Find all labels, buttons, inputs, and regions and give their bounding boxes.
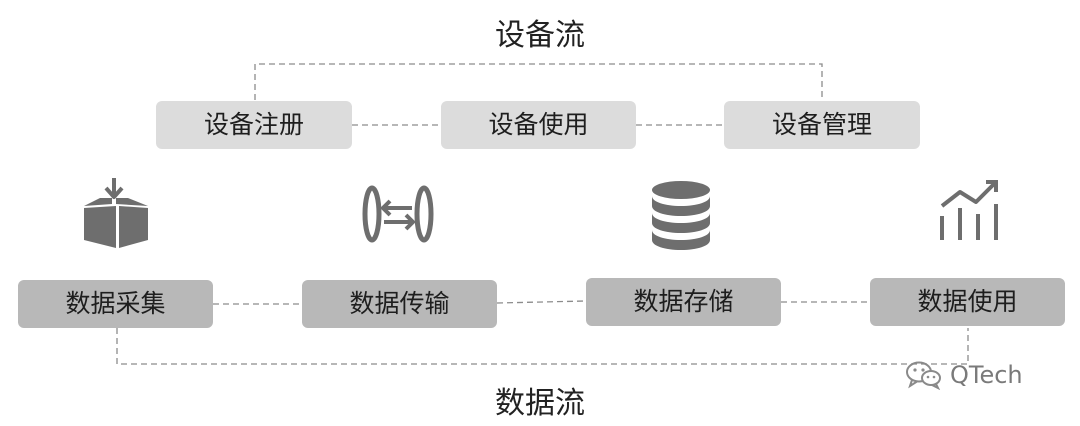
data-step-store: 数据存储 — [586, 278, 781, 326]
data-step-collect: 数据采集 — [18, 280, 213, 328]
data-link-2 — [496, 300, 587, 304]
device-step-register: 设备注册 — [156, 101, 352, 149]
wechat-icon — [906, 361, 941, 390]
bar-chart-trend-icon — [940, 180, 998, 240]
device-flow-title: 设备流 — [495, 18, 585, 53]
device-step-use: 设备使用 — [441, 101, 636, 149]
box-download-icon — [84, 178, 148, 248]
device-step-manage: 设备管理 — [724, 101, 920, 149]
transfer-arrows-icon — [362, 185, 434, 243]
data-flow-title: 数据流 — [495, 386, 585, 421]
device-flow-loop-connector — [254, 63, 823, 100]
database-icon — [652, 181, 710, 250]
wechat-source-mark: QTech — [904, 360, 1023, 390]
wechat-source-label: QTech — [950, 361, 1023, 389]
data-step-transfer: 数据传输 — [302, 280, 497, 328]
data-flow-loop-connector — [116, 328, 969, 365]
data-step-use: 数据使用 — [870, 278, 1065, 326]
